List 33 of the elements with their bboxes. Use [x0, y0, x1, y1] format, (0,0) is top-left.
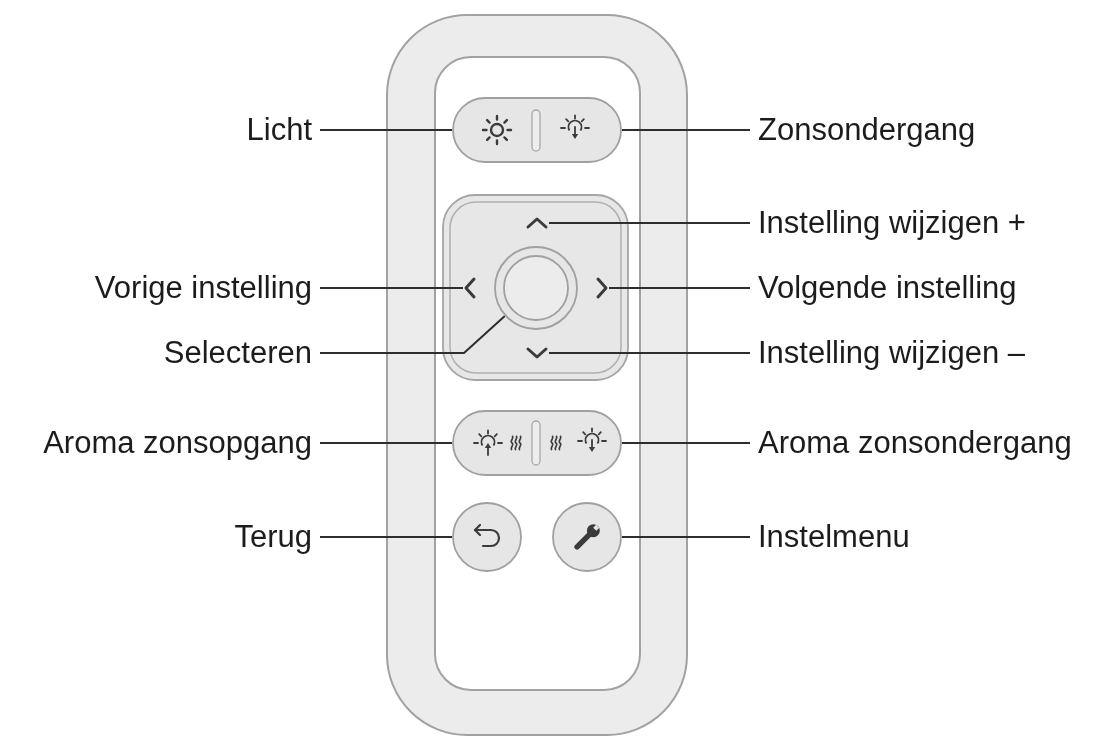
- leader-line: [319, 315, 506, 354]
- right-chevron-icon: [595, 276, 609, 300]
- callout-label: Zonsondergang: [758, 112, 976, 148]
- back-button: [452, 502, 522, 572]
- callout-label: Vorige instelling: [94, 270, 312, 306]
- callout-label: Volgende instelling: [758, 270, 1017, 306]
- select-button: [494, 246, 578, 330]
- callout-label: Licht: [246, 112, 312, 148]
- leader-line: [608, 287, 751, 289]
- callout-label: Instelling wijzigen +: [758, 205, 1026, 241]
- callout-label: Instelmenu: [758, 519, 910, 555]
- leader-line: [621, 536, 751, 538]
- up-chevron-icon: [525, 216, 549, 230]
- left-chevron-icon: [463, 276, 477, 300]
- down-chevron-icon: [525, 346, 549, 360]
- callout-label: Instelling wijzigen –: [758, 335, 1026, 371]
- wrench-button: [552, 502, 622, 572]
- leader-line: [548, 352, 751, 354]
- bulb-up-button: [452, 410, 536, 476]
- leader-line: [319, 442, 453, 444]
- leader-line: [319, 536, 453, 538]
- callout-label: Aroma zonsopgang: [43, 425, 312, 461]
- leader-line: [548, 222, 751, 224]
- sun-button: [452, 97, 536, 163]
- leader-line: [319, 287, 464, 289]
- leader-line: [621, 129, 751, 131]
- callout-label: Terug: [234, 519, 312, 555]
- callout-label: Aroma zonsondergang: [758, 425, 1072, 461]
- bulb-down-button: [536, 410, 622, 476]
- leader-line: [319, 129, 453, 131]
- callout-label: Selecteren: [163, 335, 312, 371]
- bulb-down-button: [536, 97, 622, 163]
- leader-line: [621, 442, 751, 444]
